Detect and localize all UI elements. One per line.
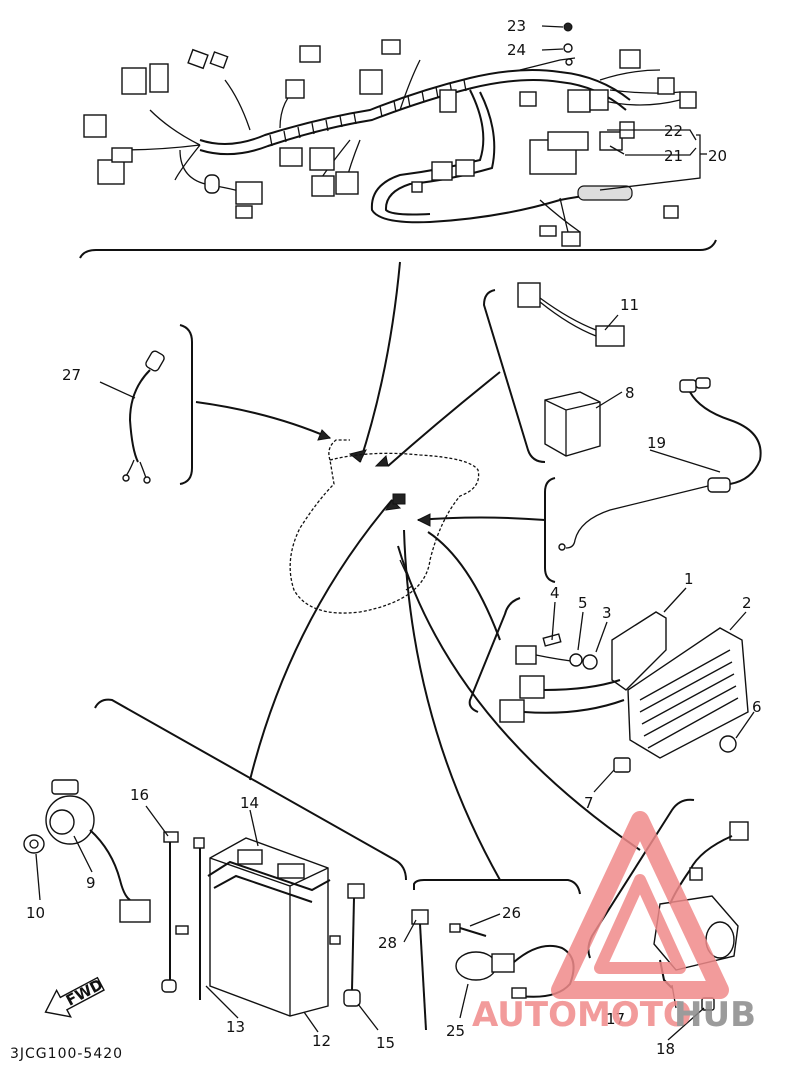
- main-switch-9: [45, 779, 151, 923]
- relay-8: [544, 391, 601, 457]
- leader-relay: [387, 371, 501, 467]
- callout-2: 2: [742, 594, 752, 612]
- callout-28: 28: [378, 934, 397, 952]
- callout-16: 16: [130, 786, 149, 804]
- battery-12: [209, 837, 329, 1017]
- motorcycle-silhouette: [289, 439, 480, 614]
- leader-lead: [417, 516, 546, 521]
- fwd-label: FWD: [63, 975, 106, 1009]
- callout-27: 27: [62, 366, 81, 384]
- callout-18: 18: [656, 1040, 675, 1058]
- leader-sensor: [403, 529, 501, 881]
- bolt-26: [449, 923, 487, 937]
- nut-10: [23, 834, 45, 854]
- callout-15: 15: [376, 1034, 395, 1052]
- callout-17: 17: [606, 1010, 625, 1028]
- callout-10: 10: [26, 904, 45, 922]
- automotohub-watermark: AUTOMOTO HUB: [472, 811, 756, 1035]
- callout-25: 25: [446, 1022, 465, 1040]
- rectifier-group-bracket: [468, 597, 521, 713]
- callout-numbers: 23 24 22 21 20 11 8 19 27 4 5 3 1 2 6 7 …: [26, 17, 762, 1058]
- relay-group-bracket: [482, 289, 546, 463]
- callout-13: 13: [226, 1018, 245, 1036]
- battery-group-bracket: [94, 698, 407, 881]
- callout-3: 3: [602, 604, 612, 622]
- callout-9: 9: [86, 874, 96, 892]
- leader-rectifier: [427, 531, 501, 641]
- sub-harness-11: [517, 282, 625, 347]
- callout-11: 11: [620, 296, 639, 314]
- callout-22: 22: [664, 122, 683, 140]
- sensor-group-bracket: [413, 879, 581, 895]
- battery-band-14: [207, 860, 331, 903]
- callout-24: 24: [507, 41, 526, 59]
- callout-23: 23: [507, 17, 526, 35]
- watermark-auto-text: AUTOMOTO: [472, 995, 692, 1035]
- lead-wire-19: [558, 377, 762, 551]
- watermark-hub-text: HUB: [674, 995, 756, 1035]
- leader-sidestand: [195, 401, 331, 439]
- callout-4: 4: [550, 584, 560, 602]
- callout-12: 12: [312, 1032, 331, 1050]
- callout-19: 19: [647, 434, 666, 452]
- leader-battery: [249, 499, 393, 781]
- horn-group-bracket: [587, 798, 695, 959]
- battery-leads: [161, 831, 365, 1007]
- callout-1: 1: [684, 570, 694, 588]
- sidestand-switch-27: [122, 350, 165, 484]
- lead-group-bracket: [544, 477, 556, 583]
- callout-leaders: [35, 25, 755, 1041]
- callout-7: 7: [584, 794, 594, 812]
- sidestand-group-bracket: [179, 324, 193, 485]
- callout-26: 26: [502, 904, 521, 922]
- callout-6: 6: [752, 698, 762, 716]
- callout-14: 14: [240, 794, 259, 812]
- rectifier-regulator: [499, 611, 749, 773]
- catalog-code: 3JCG100-5420: [10, 1046, 123, 1062]
- cable-tie-28: [411, 909, 429, 1031]
- fwd-arrow: FWD: [44, 975, 106, 1018]
- callout-20: 20: [708, 147, 727, 165]
- leader-horn: [397, 545, 641, 851]
- harness-group-bracket: [79, 239, 717, 259]
- callout-5: 5: [578, 594, 588, 612]
- wiring-harness: [83, 22, 697, 247]
- callout-21: 21: [664, 147, 683, 165]
- sensor-25: [455, 944, 575, 999]
- watermark-triangle-logo: [551, 811, 729, 999]
- callout-8: 8: [625, 384, 635, 402]
- leader-harness: [359, 261, 401, 463]
